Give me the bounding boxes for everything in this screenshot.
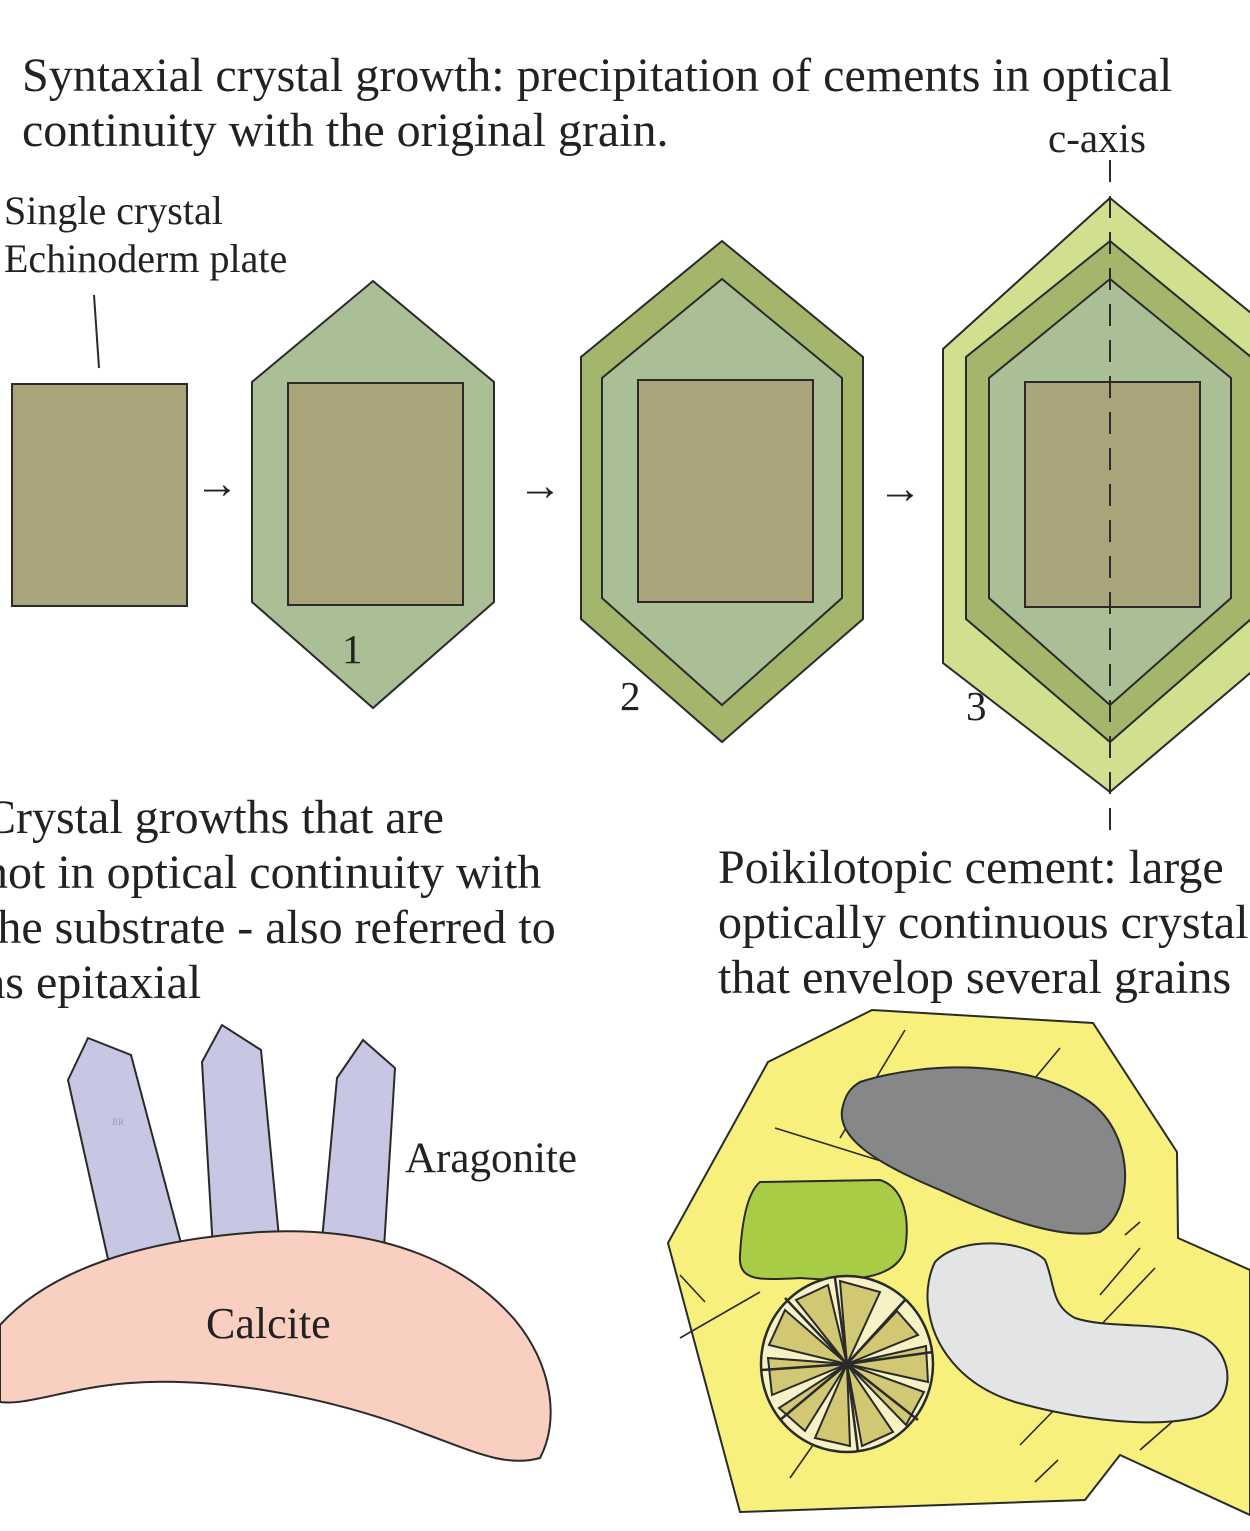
epitaxial-caption-line-3: the substrate - also referred to <box>0 901 556 954</box>
plate-label-line-2: Echinoderm plate <box>4 236 288 281</box>
plate-label-line-1: Single crystal <box>4 188 223 233</box>
plate-leader-line <box>93 294 100 369</box>
arrow-3: → <box>878 464 922 513</box>
stage1-plate <box>287 382 464 606</box>
echinoid-grain <box>759 1274 935 1454</box>
stage-2-label: 2 <box>620 673 641 719</box>
calcite-substrate <box>0 1230 552 1462</box>
poikilotopic-caption-line-3: that envelop several grains <box>718 951 1232 1004</box>
dark-grain <box>840 1066 1126 1235</box>
arrow-2: → <box>518 461 562 510</box>
aragonite-label: Aragonite <box>405 1135 577 1182</box>
epitaxial-caption-line-2: not in optical continuity with <box>0 846 542 899</box>
epitaxial-caption-line-1: Crystal growths that are <box>0 791 444 844</box>
initials-mark: BR <box>112 1117 124 1127</box>
green-grain <box>738 1178 908 1281</box>
stage-1-label: 1 <box>342 626 363 672</box>
aragonite-crystal-2 <box>200 1023 282 1252</box>
echinoderm-plate <box>11 383 188 607</box>
stage-3-label: 3 <box>966 683 987 729</box>
calcite-label: Calcite <box>206 1299 331 1348</box>
title-line-1: Syntaxial crystal growth: precipitation … <box>22 49 1173 102</box>
aragonite-crystal-3 <box>318 1038 397 1267</box>
aragonite-crystal-1 <box>66 1036 188 1270</box>
poikilotopic-caption-line-2: optically continuous crystals <box>718 896 1250 949</box>
epitaxial-caption-line-4: as epitaxial <box>0 956 202 1009</box>
c-axis-label: c-axis <box>1048 115 1146 161</box>
light-grain <box>926 1242 1229 1424</box>
title-line-2: continuity with the original grain. <box>22 104 669 157</box>
arrow-1: → <box>195 459 239 508</box>
poikilotopic-caption-line-1: Poikilotopic cement: large <box>718 841 1224 894</box>
stage2-plate <box>637 379 814 603</box>
stage3-plate <box>1024 381 1201 608</box>
